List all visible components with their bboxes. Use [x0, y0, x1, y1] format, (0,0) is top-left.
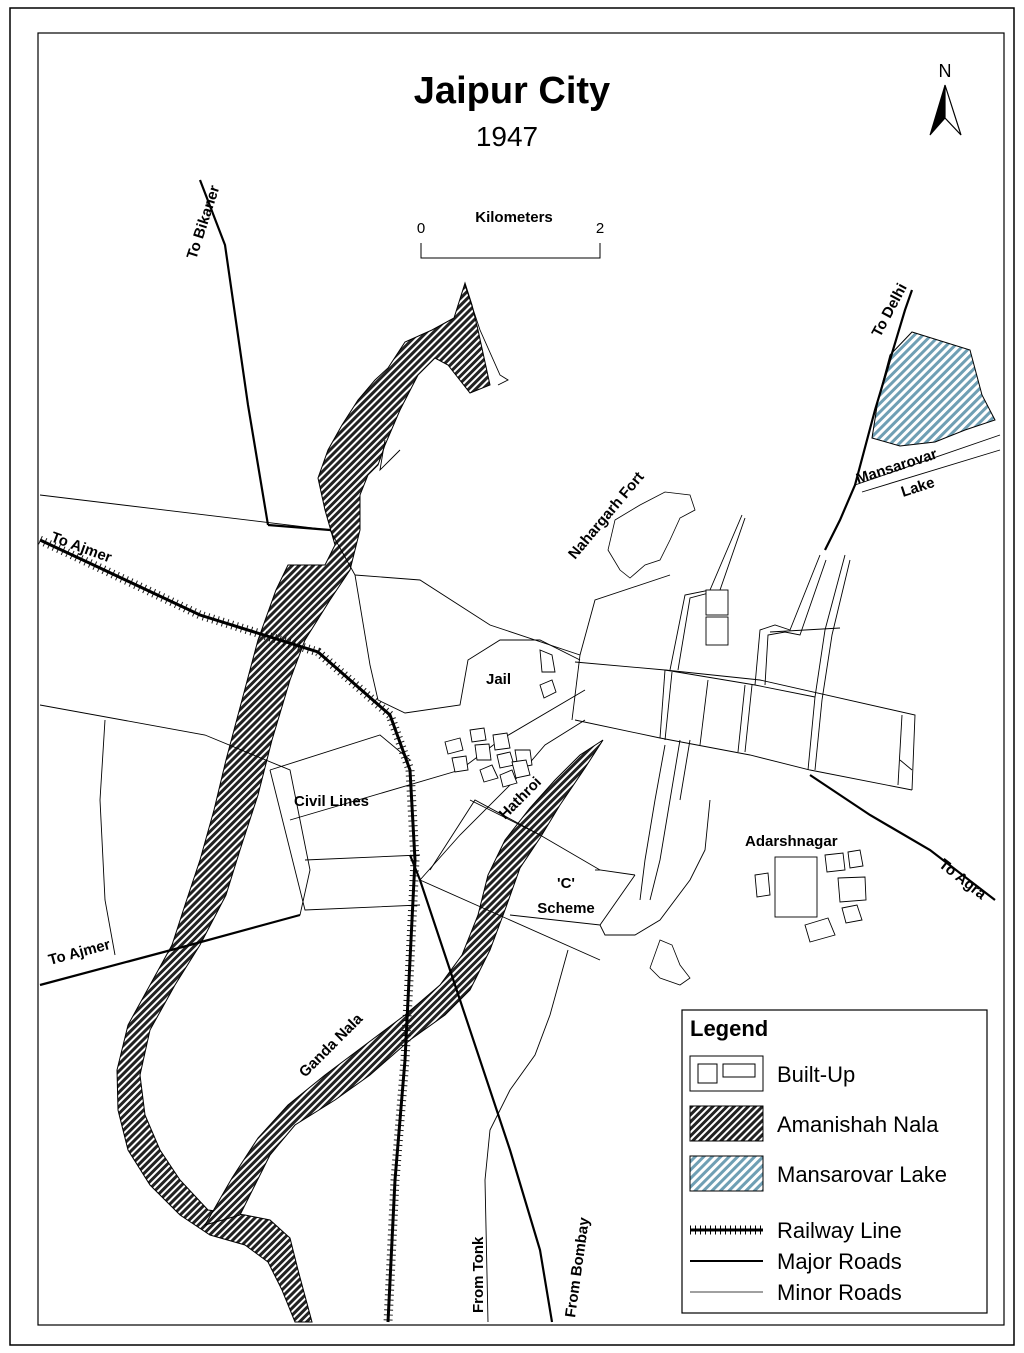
railway-line [38, 535, 420, 1323]
nahargarh-fort-outline [607, 491, 696, 579]
scale-end: 2 [596, 220, 604, 237]
label-from-bombay: From Bombay [562, 1216, 593, 1319]
mansarovar-lake [871, 331, 996, 447]
label-c-scheme-2: Scheme [537, 900, 595, 917]
legend: Legend Built-Up Amanishah Nala Mansarova… [681, 1009, 988, 1314]
legend-label-railway: Railway Line [777, 1218, 902, 1243]
map-year: 1947 [476, 121, 538, 152]
ganda-nala [203, 739, 604, 1226]
label-to-ajmer-road: To Ajmer [47, 936, 113, 969]
label-adarshnagar: Adarshnagar [745, 833, 838, 850]
label-civil-lines: Civil Lines [294, 793, 369, 810]
legend-label-major: Major Roads [777, 1249, 902, 1274]
scale-label: Kilometers [475, 209, 553, 226]
major-roads [39, 179, 996, 1323]
legend-title: Legend [690, 1016, 768, 1041]
label-to-bikaner: To Bikaner [184, 183, 224, 261]
legend-label-mansarovar: Mansarovar Lake [777, 1162, 947, 1187]
label-jail: Jail [486, 671, 511, 688]
outer-frame [9, 7, 1015, 1346]
label-lake: Lake [899, 474, 937, 501]
label-to-agra: To Agra [936, 856, 990, 904]
legend-swatch-mansarovar [689, 1155, 764, 1192]
label-c-scheme-1: 'C' [557, 875, 575, 892]
amanishah-nala [116, 281, 491, 1323]
label-from-tonk: From Tonk [470, 1236, 487, 1313]
built-up-blocks [444, 589, 867, 943]
scale-start: 0 [417, 220, 425, 237]
legend-label-amanishah: Amanishah Nala [777, 1112, 939, 1137]
scale-bar: Kilometers 0 2 [417, 209, 604, 259]
map-title: Jaipur City [414, 70, 610, 112]
legend-label-built-up: Built-Up [777, 1062, 855, 1087]
legend-swatch-amanishah [689, 1105, 764, 1142]
north-label: N [939, 61, 952, 81]
small-hill [649, 939, 691, 986]
north-arrow-icon: N [929, 61, 962, 136]
legend-label-minor: Minor Roads [777, 1280, 902, 1305]
map-frame [37, 32, 1005, 1326]
